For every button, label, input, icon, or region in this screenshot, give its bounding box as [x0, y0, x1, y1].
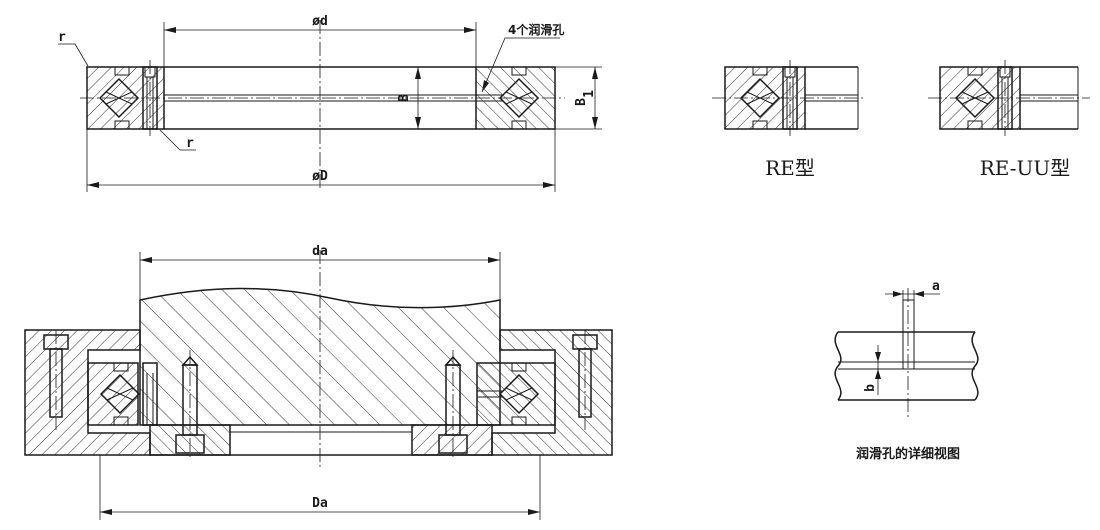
radius-label-top: r: [58, 30, 66, 45]
dim-label-a: a: [932, 279, 940, 294]
detail-view-title: 润滑孔的详细视图: [856, 446, 960, 462]
dim-label-B: B: [397, 94, 412, 102]
re-uu-type-view: RE-UU型: [928, 60, 1090, 180]
dim-label-da: da: [312, 244, 328, 259]
dim-label-B1-subscript: 1: [582, 90, 597, 98]
dim-label-b: b: [863, 384, 878, 392]
dim-label-d: ød: [312, 14, 328, 29]
re-type-view: RE型: [712, 60, 866, 180]
re-type-label: RE型: [765, 156, 815, 180]
dim-label-Da: Da: [312, 496, 328, 511]
mounting-section-view: da Da: [24, 244, 613, 520]
dim-label-D: øD: [312, 169, 328, 184]
dim-label-B1: B: [574, 98, 589, 106]
re-uu-type-label: RE-UU型: [980, 156, 1071, 180]
lube-holes-label: 4个润滑孔: [508, 22, 564, 37]
radius-label-bottom: r: [186, 136, 194, 151]
main-section-view: ød øD B B 1 r r 4个润滑孔: [58, 14, 602, 192]
lube-hole-detail-view: a b 润滑孔的详细视图: [834, 279, 979, 462]
